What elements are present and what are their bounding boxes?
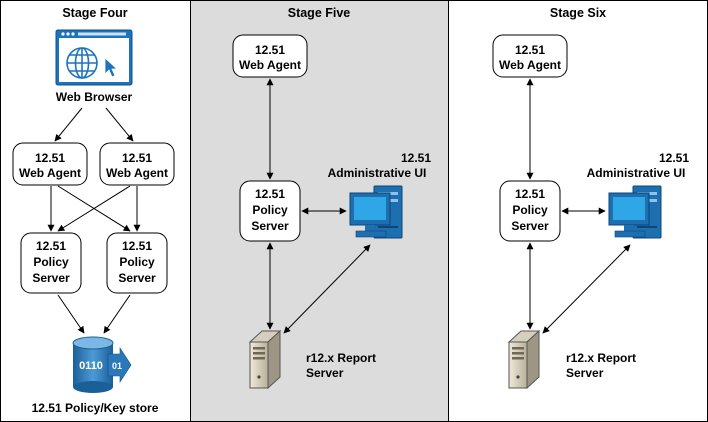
stage-four-connectors <box>47 107 141 334</box>
stage-four-policy-server-1-label-2: Server <box>32 271 70 285</box>
stage-five-report-server-label-2: Server <box>306 366 344 380</box>
stage-six-title: Stage Six <box>550 6 606 20</box>
stage-five-web-agent-version: 12.51 <box>255 43 285 57</box>
stage-four-title: Stage Four <box>62 6 127 20</box>
stage-four-policy-server-2 <box>106 232 168 294</box>
server-tower-icon <box>507 329 541 390</box>
web-browser-label: Web Browser <box>56 90 133 104</box>
stage-five-web-agent-label: Web Agent <box>239 58 301 72</box>
stage-five-connectors <box>266 78 371 334</box>
stage-six-policy-server-label-2: Server <box>511 219 549 233</box>
stage-six-report-server-label-2: Server <box>566 366 604 380</box>
stage-six-admin-ui-label: Administrative UI <box>587 166 686 180</box>
stage-four-web-agent-2-label: Web Agent <box>106 166 168 180</box>
stage-four-policy-server-2-label-1: Policy <box>119 255 155 269</box>
web-browser-icon <box>55 29 133 86</box>
computer-icon <box>349 185 403 239</box>
stage-six-web-agent-label: Web Agent <box>499 58 561 72</box>
svg-text:0110: 0110 <box>79 360 103 372</box>
stage-four-policy-server-1-version: 12.51 <box>36 239 66 253</box>
stage-six-admin-ui-version: 12.51 <box>659 151 689 165</box>
stage-five-admin-ui-version: 12.51 <box>401 151 431 165</box>
stage-five-policy-server-label-2: Server <box>251 219 289 233</box>
stage-five-title: Stage Five <box>288 6 351 20</box>
stage-four-policy-server-1 <box>20 232 82 294</box>
stage-five-policy-server-version: 12.51 <box>255 187 285 201</box>
stage-four-policy-server-2-label-2: Server <box>118 271 156 285</box>
stage-four-web-agent-2 <box>99 142 175 186</box>
policy-key-store-label: 12.51 Policy/Key store <box>32 401 159 415</box>
stage-five-web-agent <box>232 34 308 78</box>
stage-six-report-server-label-1: r12.x Report <box>566 351 636 365</box>
stage-six-policy-server-label-1: Policy <box>512 203 548 217</box>
server-tower-icon <box>248 329 282 390</box>
stage-five-admin-ui-label: Administrative UI <box>328 166 427 180</box>
database-icon: 0110 01 <box>72 336 132 393</box>
stage-four-web-agent-2-version: 12.51 <box>122 151 152 165</box>
stage-four-web-agent-1-label: Web Agent <box>19 166 81 180</box>
stage-four-web-agent-1-version: 12.51 <box>35 151 65 165</box>
stage-four-policy-server-1-label-1: Policy <box>33 255 69 269</box>
stage-six-web-agent <box>492 34 568 78</box>
stage-six-policy-server <box>499 180 561 242</box>
stage-five-report-server-label-1: r12.x Report <box>306 351 376 365</box>
stage-four-web-agent-1 <box>12 142 88 186</box>
stage-five-policy-server <box>239 180 301 242</box>
computer-icon <box>608 185 662 239</box>
stage-six-policy-server-version: 12.51 <box>515 187 545 201</box>
stage-four-policy-server-2-version: 12.51 <box>122 239 152 253</box>
stage-six-connectors <box>526 78 631 334</box>
svg-text:01: 01 <box>112 361 122 371</box>
stage-five-policy-server-label-1: Policy <box>252 203 288 217</box>
stage-six-web-agent-version: 12.51 <box>515 43 545 57</box>
